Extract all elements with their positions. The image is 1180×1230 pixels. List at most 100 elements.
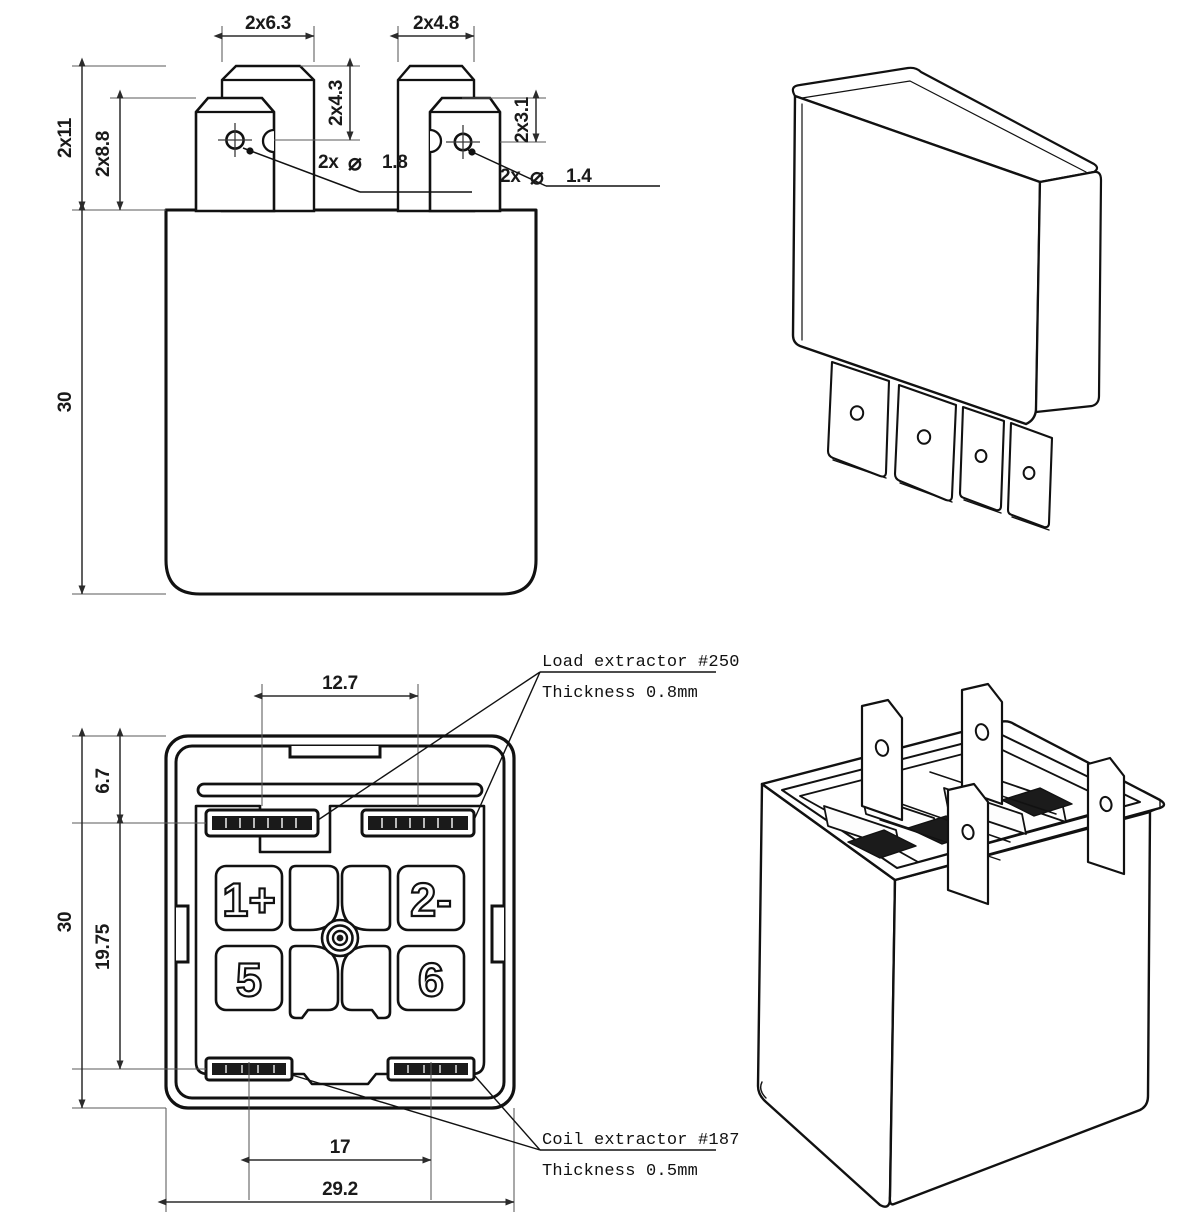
load-slot-right [360, 808, 476, 838]
callout-dia-1-4-prefix: 2x [500, 166, 521, 187]
dim-12-7-label: 12.7 [322, 673, 358, 694]
dim-2x6-3-label: 2x6.3 [245, 13, 291, 34]
iso-b-blade-d [1086, 756, 1126, 876]
dim-2x4-3-label: 2x4.3 [326, 80, 347, 126]
diameter-icon: ⌀ [348, 149, 362, 175]
pocket-1 [214, 864, 284, 932]
iso-b-corner-edge [889, 879, 896, 1201]
iso-b-rim-thickness [1149, 799, 1161, 813]
note-load-line2: Thickness 0.8mm [542, 684, 698, 703]
front-view: 2x6.3 2x4.8 2x4.3 2x3.1 2x11 2x8.8 [55, 13, 660, 596]
iso-b-blade-a [860, 698, 904, 822]
callout-dia-1-8: 2x ⌀ 1.8 [242, 147, 472, 193]
dim-6-7-label: 6.7 [93, 768, 114, 794]
callout-dia-1-8-dot [246, 147, 254, 155]
dim-12-7: 12.7 [253, 673, 419, 700]
dim-29-2: 29.2 [157, 1179, 515, 1206]
dim-2x4-8: 2x4.8 [389, 13, 475, 40]
iso-view-bottom [756, 682, 1166, 1208]
terminal-pockets [214, 864, 466, 1012]
front-extension-lines [72, 26, 546, 595]
blade-hole-left-centermark [218, 123, 252, 157]
note-load-extractor: Load extractor #250 Thickness 0.8mm [317, 653, 740, 821]
dim-17: 17 [240, 1137, 432, 1164]
callout-dia-1-8-value: 1.8 [382, 152, 408, 173]
iso-blade-4 [1006, 421, 1054, 531]
iso-b-blade-c-hole [961, 823, 975, 841]
dim-19-75-label: 19.75 [93, 923, 114, 970]
centre-relief-shapes [288, 864, 392, 1020]
iso-view-top [791, 66, 1103, 531]
dim-2x3-1: 2x3.1 [512, 89, 540, 143]
load-terminal-slots [204, 808, 476, 838]
dim-2x6-3: 2x6.3 [213, 13, 315, 40]
dim-2x8-8: 2x8.8 [93, 89, 124, 211]
iso-b-blade-d-hole [1099, 795, 1113, 813]
iso-blade-3-hole [974, 449, 988, 463]
dim-2x8-8-label: 2x8.8 [93, 131, 114, 177]
note-coil-extractor: Coil extractor #187 Thickness 0.5mm [291, 1074, 740, 1181]
iso-b-blade-b [960, 682, 1004, 806]
note-load-line1: Load extractor #250 [542, 653, 740, 672]
callout-dia-1-8-prefix: 2x [318, 152, 339, 173]
dim-6-7: 6.7 [93, 727, 124, 824]
housing-top-notch [288, 746, 382, 759]
note-load-leader-b [473, 671, 541, 821]
pocket-6 [396, 944, 466, 1012]
pocket-5 [214, 944, 284, 1012]
bottom-view: 1+ 2- 5 6 12.7 17 29 [55, 653, 740, 1212]
upper-vent-slot [196, 782, 484, 798]
iso-bottom-flange [799, 345, 1027, 425]
relief-bottom-left [288, 944, 340, 1020]
iso-top-face [791, 66, 1099, 184]
iso-top-face-inner [801, 80, 1087, 173]
dim-2x4-3: 2x4.3 [326, 57, 354, 141]
iso-right-face [1034, 170, 1103, 414]
note-load-leader-a [317, 671, 541, 821]
pocket-2 [396, 864, 466, 932]
callout-dia-1-4-value: 1.4 [566, 166, 592, 187]
dim-29-2-label: 29.2 [322, 1179, 358, 1200]
note-coil-line1: Coil extractor #187 [542, 1131, 740, 1150]
callout-dia-1-8-leader [242, 147, 361, 193]
dim-30-bottom-label: 30 [55, 912, 76, 933]
callout-dia-1-4: 2x ⌀ 1.4 [467, 148, 660, 189]
note-coil-leader-a [291, 1074, 541, 1151]
terminal-group-right [396, 64, 502, 213]
iso-b-bottom-corner-left [759, 1081, 767, 1099]
iso-blade-1 [826, 360, 891, 479]
note-coil-leader-b [473, 1074, 541, 1151]
load-slot-left [204, 808, 320, 838]
dim-2x11: 2x11 [55, 57, 86, 211]
relay-body-outline [164, 208, 538, 596]
blade-front-left-notch [261, 128, 275, 154]
dim-30-bottom: 30 [55, 727, 86, 1109]
dim-2x11-label: 2x11 [55, 117, 76, 158]
note-coil-line2: Thickness 0.5mm [542, 1162, 698, 1181]
blade-front-right [428, 96, 502, 213]
terminal-mark-6: 6 [418, 953, 444, 1006]
iso-blade-3 [958, 405, 1006, 514]
dim-30-front: 30 [55, 201, 86, 595]
relief-bottom-right [340, 944, 392, 1020]
callout-dia-1-4-dot [468, 148, 476, 156]
bottom-extension-lines [72, 684, 515, 1212]
centre-boss [320, 918, 360, 958]
blade-hole-right-centermark [446, 125, 480, 159]
relief-top-left [288, 864, 340, 932]
dim-19-75: 19.75 [93, 814, 124, 1070]
iso-blade-4-hole [1022, 466, 1036, 480]
dim-2x3-1-label: 2x3.1 [512, 96, 533, 143]
housing-rail-right [490, 904, 504, 964]
diameter-icon: ⌀ [530, 163, 544, 189]
dim-17-label: 17 [330, 1137, 351, 1158]
housing-rail-left [176, 904, 190, 964]
iso-b-blade-b-hole [974, 723, 990, 741]
terminal-mark-2minus: 2- [410, 873, 452, 926]
dim-30-front-label: 30 [55, 392, 76, 413]
iso-blade-2-hole [916, 429, 932, 445]
dim-2x4-8-label: 2x4.8 [413, 13, 459, 34]
terminal-mark-5: 5 [236, 953, 262, 1006]
